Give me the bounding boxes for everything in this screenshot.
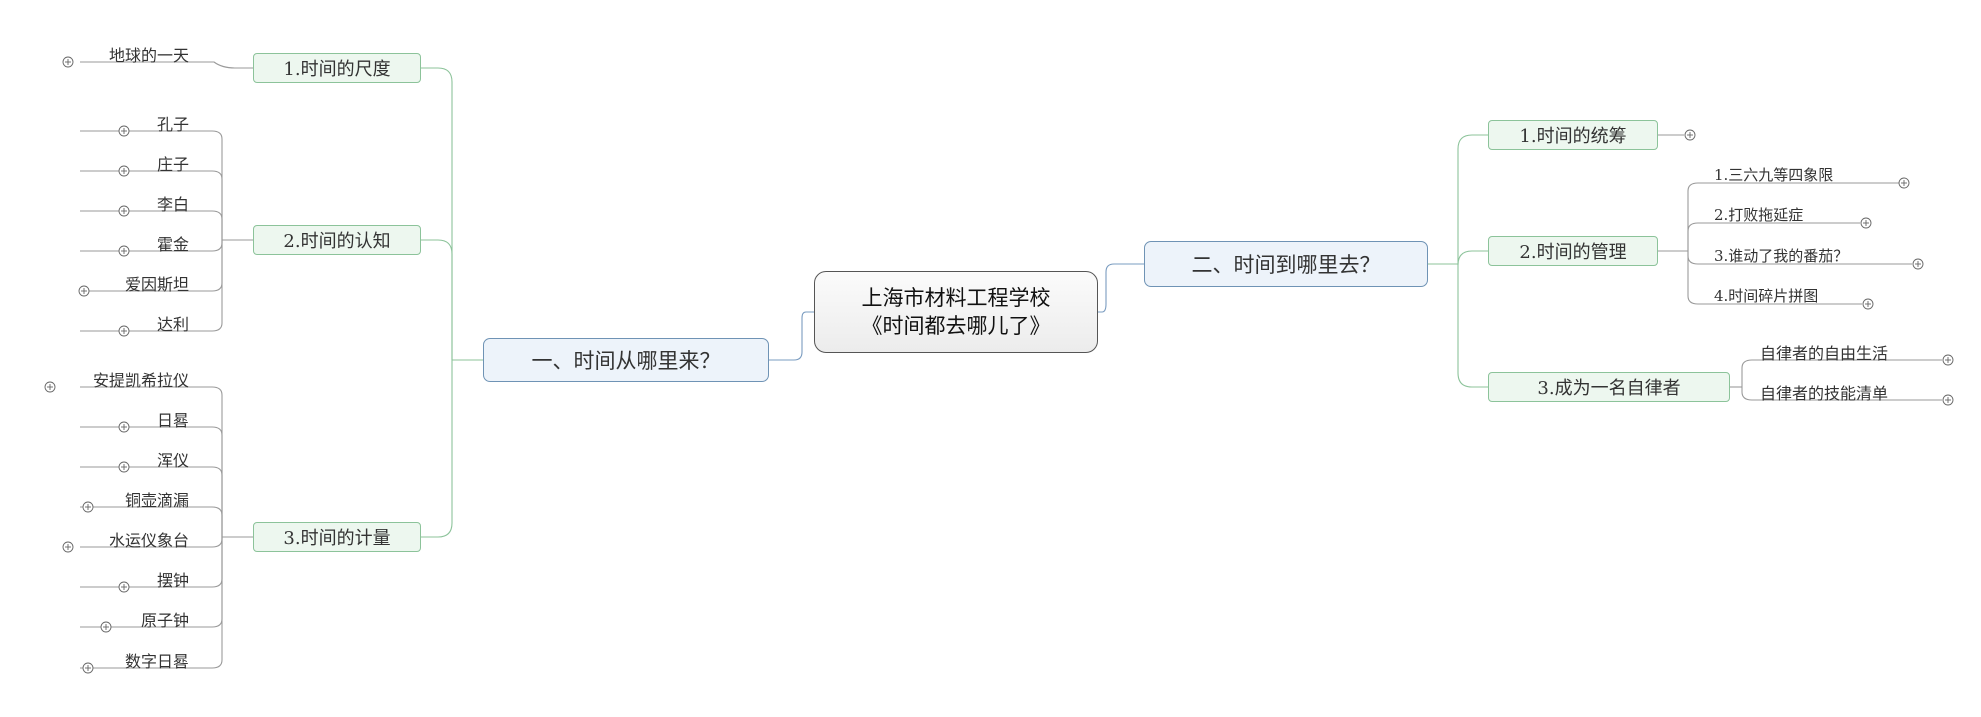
toggle-cognition-5-icon[interactable] xyxy=(118,325,130,337)
leaf-free-life[interactable]: 自律者的自由生活 xyxy=(1760,344,1889,363)
measurement-leaf-line-1 xyxy=(80,426,223,537)
leaf-beat-procrastination[interactable]: 2.打败拖延症 xyxy=(1714,206,1804,224)
leaf-digital-sundial[interactable]: 数字日晷 xyxy=(124,652,189,671)
leaf-water-clock[interactable]: 铜壶滴漏 xyxy=(124,491,189,510)
management-leaf-line-3 xyxy=(1687,251,1862,305)
left-sub-line-0 xyxy=(421,67,453,360)
toggle-management-3-icon[interactable] xyxy=(1862,298,1874,310)
toggle-planning-icon[interactable] xyxy=(1684,129,1696,141)
right-sub-line-0 xyxy=(1457,134,1488,264)
subtopic-time-cognition[interactable]: 2.时间的认知 xyxy=(253,225,421,255)
toggle-management-2-icon[interactable] xyxy=(1912,258,1924,270)
cognition-leaf-line-2 xyxy=(80,210,223,240)
toggle-measurement-6-icon[interactable] xyxy=(100,621,112,633)
toggle-discipline-0-icon[interactable] xyxy=(1942,354,1954,366)
discipline-leaf-line-0 xyxy=(1741,359,1942,387)
leaf-skill-list[interactable]: 自律者的技能清单 xyxy=(1760,384,1889,403)
toggle-measurement-1-icon[interactable] xyxy=(118,421,130,433)
toggle-measurement-2-icon[interactable] xyxy=(118,461,130,473)
leaf-astronomical-tower[interactable]: 水运仪象台 xyxy=(108,531,189,550)
right-sub-line-2 xyxy=(1457,264,1488,388)
toggle-measurement-7-icon[interactable] xyxy=(82,662,94,674)
measurement-leaf-line-7 xyxy=(80,537,223,669)
leaf-zhuangzi[interactable]: 庄子 xyxy=(156,155,189,174)
leaf-who-moved-tomato[interactable]: 3.谁动了我的番茄？ xyxy=(1714,247,1849,265)
main-topic-right[interactable]: 二、时间到哪里去？ xyxy=(1144,241,1428,287)
leaf-hawking[interactable]: 霍金 xyxy=(156,235,189,254)
root-to-right-line xyxy=(1098,263,1144,313)
toggle-management-0-icon[interactable] xyxy=(1898,177,1910,189)
toggle-cognition-2-icon[interactable] xyxy=(118,205,130,217)
toggle-measurement-0-icon[interactable] xyxy=(44,381,56,393)
subtopic-self-discipline[interactable]: 3.成为一名自律者 xyxy=(1488,372,1730,402)
toggle-cognition-0-icon[interactable] xyxy=(118,125,130,137)
cognition-leaf-line-3 xyxy=(80,240,223,252)
management-leaf-line-0 xyxy=(1687,182,1900,251)
root-topic[interactable]: 上海市材料工程学校 《时间都去哪儿了》 xyxy=(814,271,1098,353)
toggle-measurement-4-icon[interactable] xyxy=(62,541,74,553)
scale-leaf-line-0 xyxy=(80,61,253,69)
subtopic-time-scale[interactable]: 1.时间的尺度 xyxy=(253,53,421,83)
leaf-pendulum-clock[interactable]: 摆钟 xyxy=(156,571,189,590)
left-sub-line-1 xyxy=(421,239,453,360)
leaf-confucius[interactable]: 孔子 xyxy=(156,115,189,134)
root-title-line1: 上海市材料工程学校 xyxy=(861,286,1051,310)
toggle-discipline-1-icon[interactable] xyxy=(1942,394,1954,406)
toggle-measurement-3-icon[interactable] xyxy=(82,501,94,513)
measurement-leaf-line-0 xyxy=(80,386,223,537)
toggle-management-1-icon[interactable] xyxy=(1860,217,1872,229)
leaf-armillary[interactable]: 浑仪 xyxy=(156,451,189,470)
leaf-earth-day[interactable]: 地球的一天 xyxy=(108,46,189,65)
toggle-cognition-1-icon[interactable] xyxy=(118,165,130,177)
subtopic-time-management[interactable]: 2.时间的管理 xyxy=(1488,236,1658,266)
measurement-leaf-line-2 xyxy=(80,466,223,537)
measurement-leaf-line-3 xyxy=(80,506,223,537)
leaf-time-fragments[interactable]: 4.时间碎片拼图 xyxy=(1714,287,1819,305)
toggle-earth-day-icon[interactable] xyxy=(62,56,74,68)
subtopic-time-planning[interactable]: 1.时间的统筹 xyxy=(1488,120,1658,150)
toggle-cognition-4-icon[interactable] xyxy=(78,285,90,297)
discipline-leaf-line-1 xyxy=(1741,387,1942,401)
leaf-antikythera[interactable]: 安提凯希拉仪 xyxy=(92,371,189,390)
leaf-four-quadrants[interactable]: 1.三六九等四象限 xyxy=(1714,166,1834,184)
right-sub-line-1 xyxy=(1457,250,1488,266)
subtopic-time-measurement[interactable]: 3.时间的计量 xyxy=(253,522,421,552)
leaf-sundial[interactable]: 日晷 xyxy=(156,411,189,430)
root-to-left-line xyxy=(769,311,814,361)
management-leaf-line-1 xyxy=(1687,222,1860,251)
cognition-leaf-line-0 xyxy=(80,130,223,240)
leaf-atomic-clock[interactable]: 原子钟 xyxy=(140,611,189,630)
toggle-measurement-5-icon[interactable] xyxy=(118,581,130,593)
main-topic-left[interactable]: 一、时间从哪里来？ xyxy=(483,338,769,382)
cognition-leaf-line-5 xyxy=(80,240,223,332)
toggle-cognition-3-icon[interactable] xyxy=(118,245,130,257)
root-title-line2: 《时间都去哪儿了》 xyxy=(861,314,1051,338)
cognition-leaf-line-1 xyxy=(80,170,223,240)
leaf-li-bai[interactable]: 李白 xyxy=(156,195,189,214)
left-sub-line-2 xyxy=(421,360,453,538)
leaf-einstein[interactable]: 爱因斯坦 xyxy=(124,275,189,294)
leaf-dali[interactable]: 达利 xyxy=(156,315,189,334)
